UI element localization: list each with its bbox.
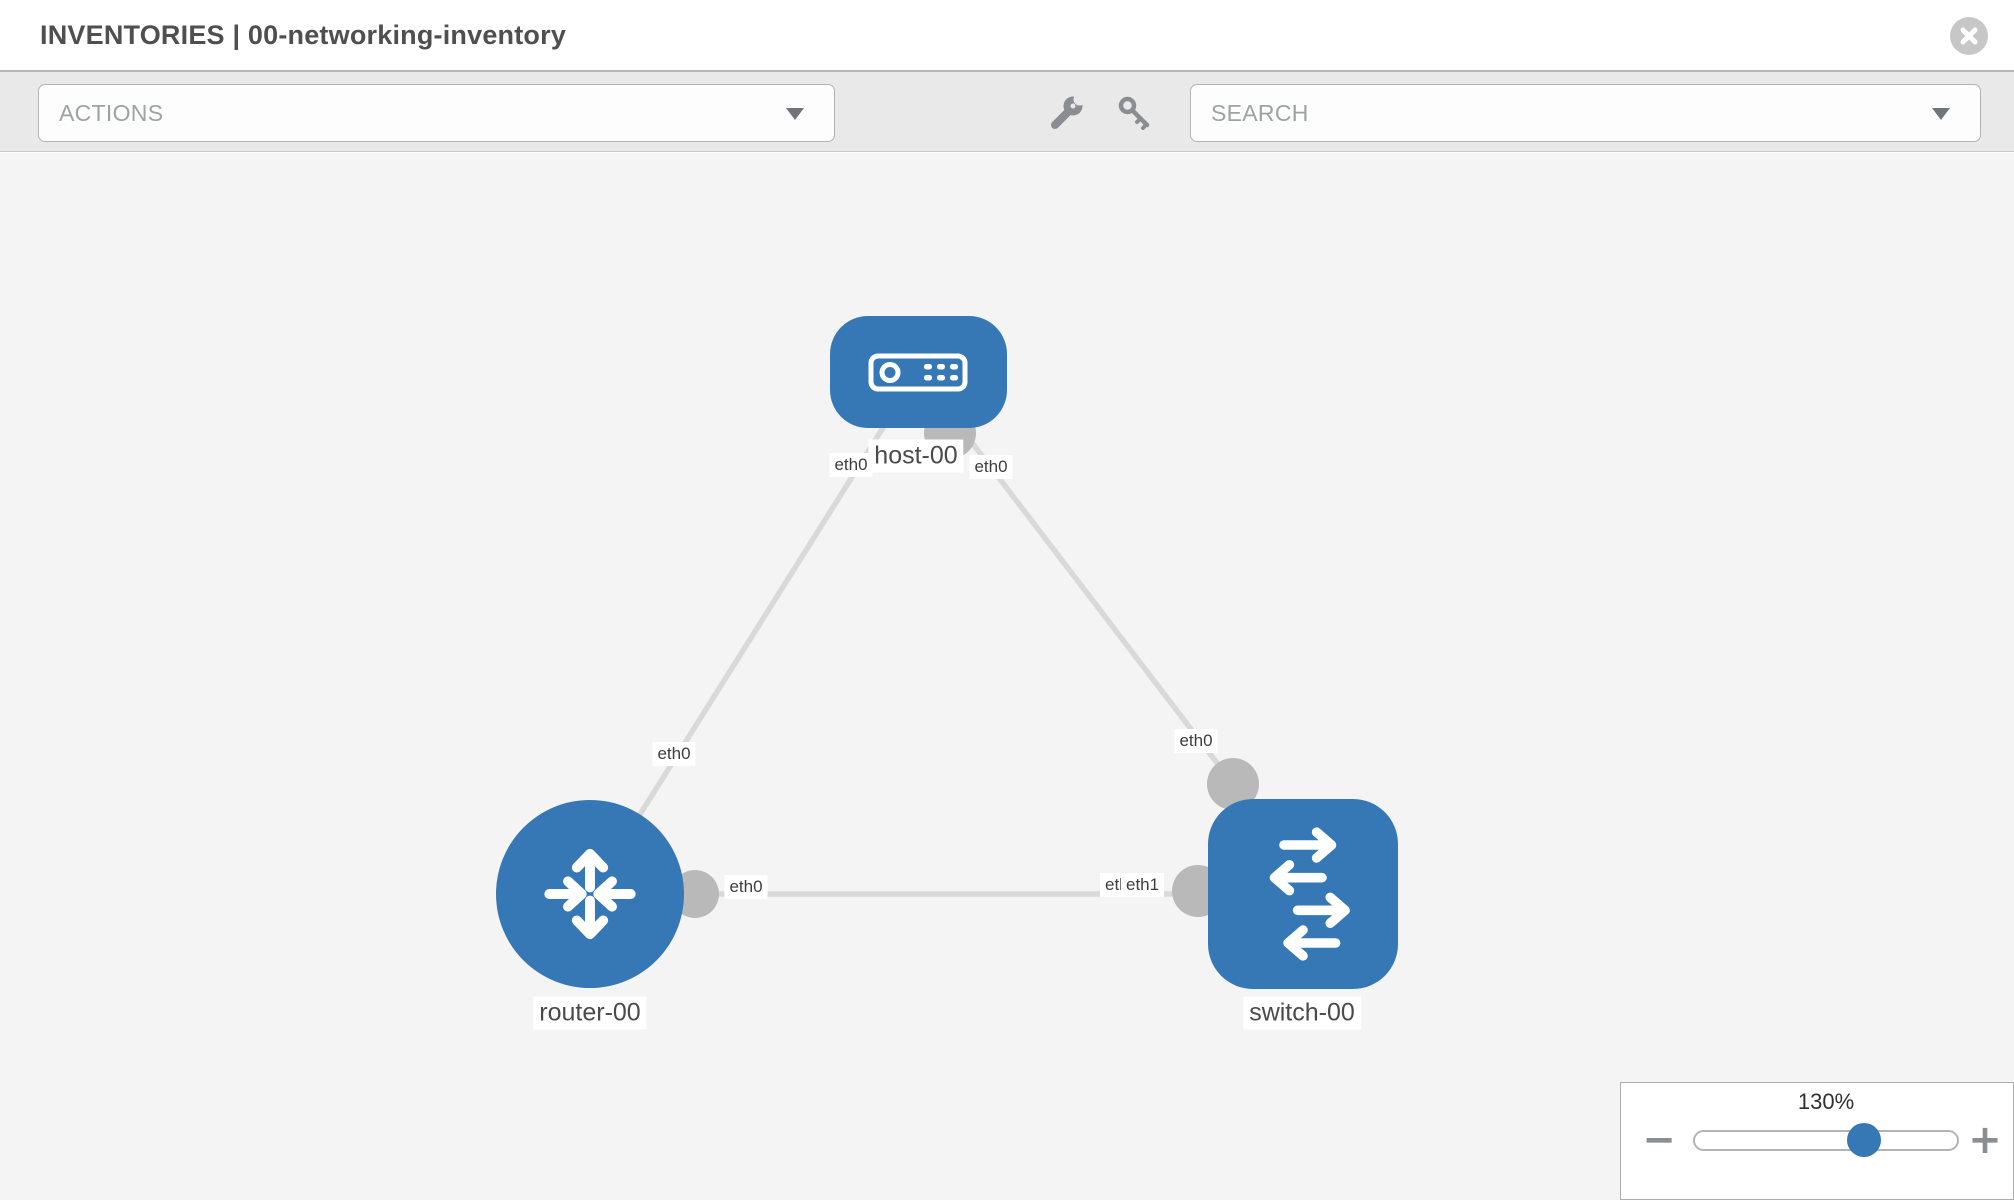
page-title: INVENTORIES | 00-networking-inventory [40, 20, 567, 50]
interface-bubbles [671, 407, 1259, 918]
iface-label-host-left: eth0 [829, 453, 873, 477]
zoom-slider-track[interactable] [1693, 1130, 1959, 1151]
close-button[interactable] [1950, 17, 1988, 55]
zoom-level-value: 130% [1797, 1089, 1855, 1114]
actions-dropdown-label: ACTIONS [59, 100, 164, 126]
zoom-slider-thumb[interactable] [1847, 1123, 1881, 1157]
iface-label-router-switch: eth0 [724, 875, 768, 899]
interface-bubble-switch-top [1207, 758, 1259, 810]
zoom-out-button[interactable]: − [1639, 1117, 1679, 1163]
wrench-icon [1047, 93, 1086, 135]
node-label-switch[interactable]: switch-00 [1243, 996, 1361, 1030]
node-switch[interactable] [1208, 799, 1398, 989]
node-host[interactable] [830, 316, 1007, 428]
zoom-in-button[interactable]: + [1965, 1117, 2005, 1163]
search-dropdown[interactable]: SEARCH [1190, 84, 1981, 142]
actions-dropdown[interactable]: ACTIONS [38, 84, 835, 142]
iface-label-router-host: eth0 [652, 742, 696, 766]
iface-label-host-right: eth0 [969, 455, 1013, 479]
header: INVENTORIES | 00-networking-inventory [0, 0, 2014, 72]
zoom-panel: 130% − + [1620, 1082, 2014, 1200]
wrench-button[interactable] [1047, 93, 1086, 135]
search-dropdown-label: SEARCH [1211, 100, 1309, 126]
toolbar: ACTIONS [0, 72, 2014, 152]
key-button[interactable] [1116, 94, 1154, 132]
switch-icon [1269, 827, 1350, 961]
key-icon [1116, 96, 1154, 135]
node-label-host[interactable]: host-00 [868, 439, 964, 473]
chevron-down-icon [1932, 108, 1950, 120]
iface-label-host-switch: eth0 [1174, 729, 1218, 753]
host-icon [868, 353, 968, 392]
iface-label-switch-eth1: eth1 [1121, 873, 1165, 897]
router-icon [544, 848, 636, 940]
chevron-down-icon [786, 108, 804, 120]
node-label-router[interactable]: router-00 [533, 996, 647, 1030]
node-router[interactable] [496, 800, 684, 988]
topology-canvas[interactable]: host-00 router-00 switch-00 eth0 eth0 et… [0, 153, 2014, 1200]
